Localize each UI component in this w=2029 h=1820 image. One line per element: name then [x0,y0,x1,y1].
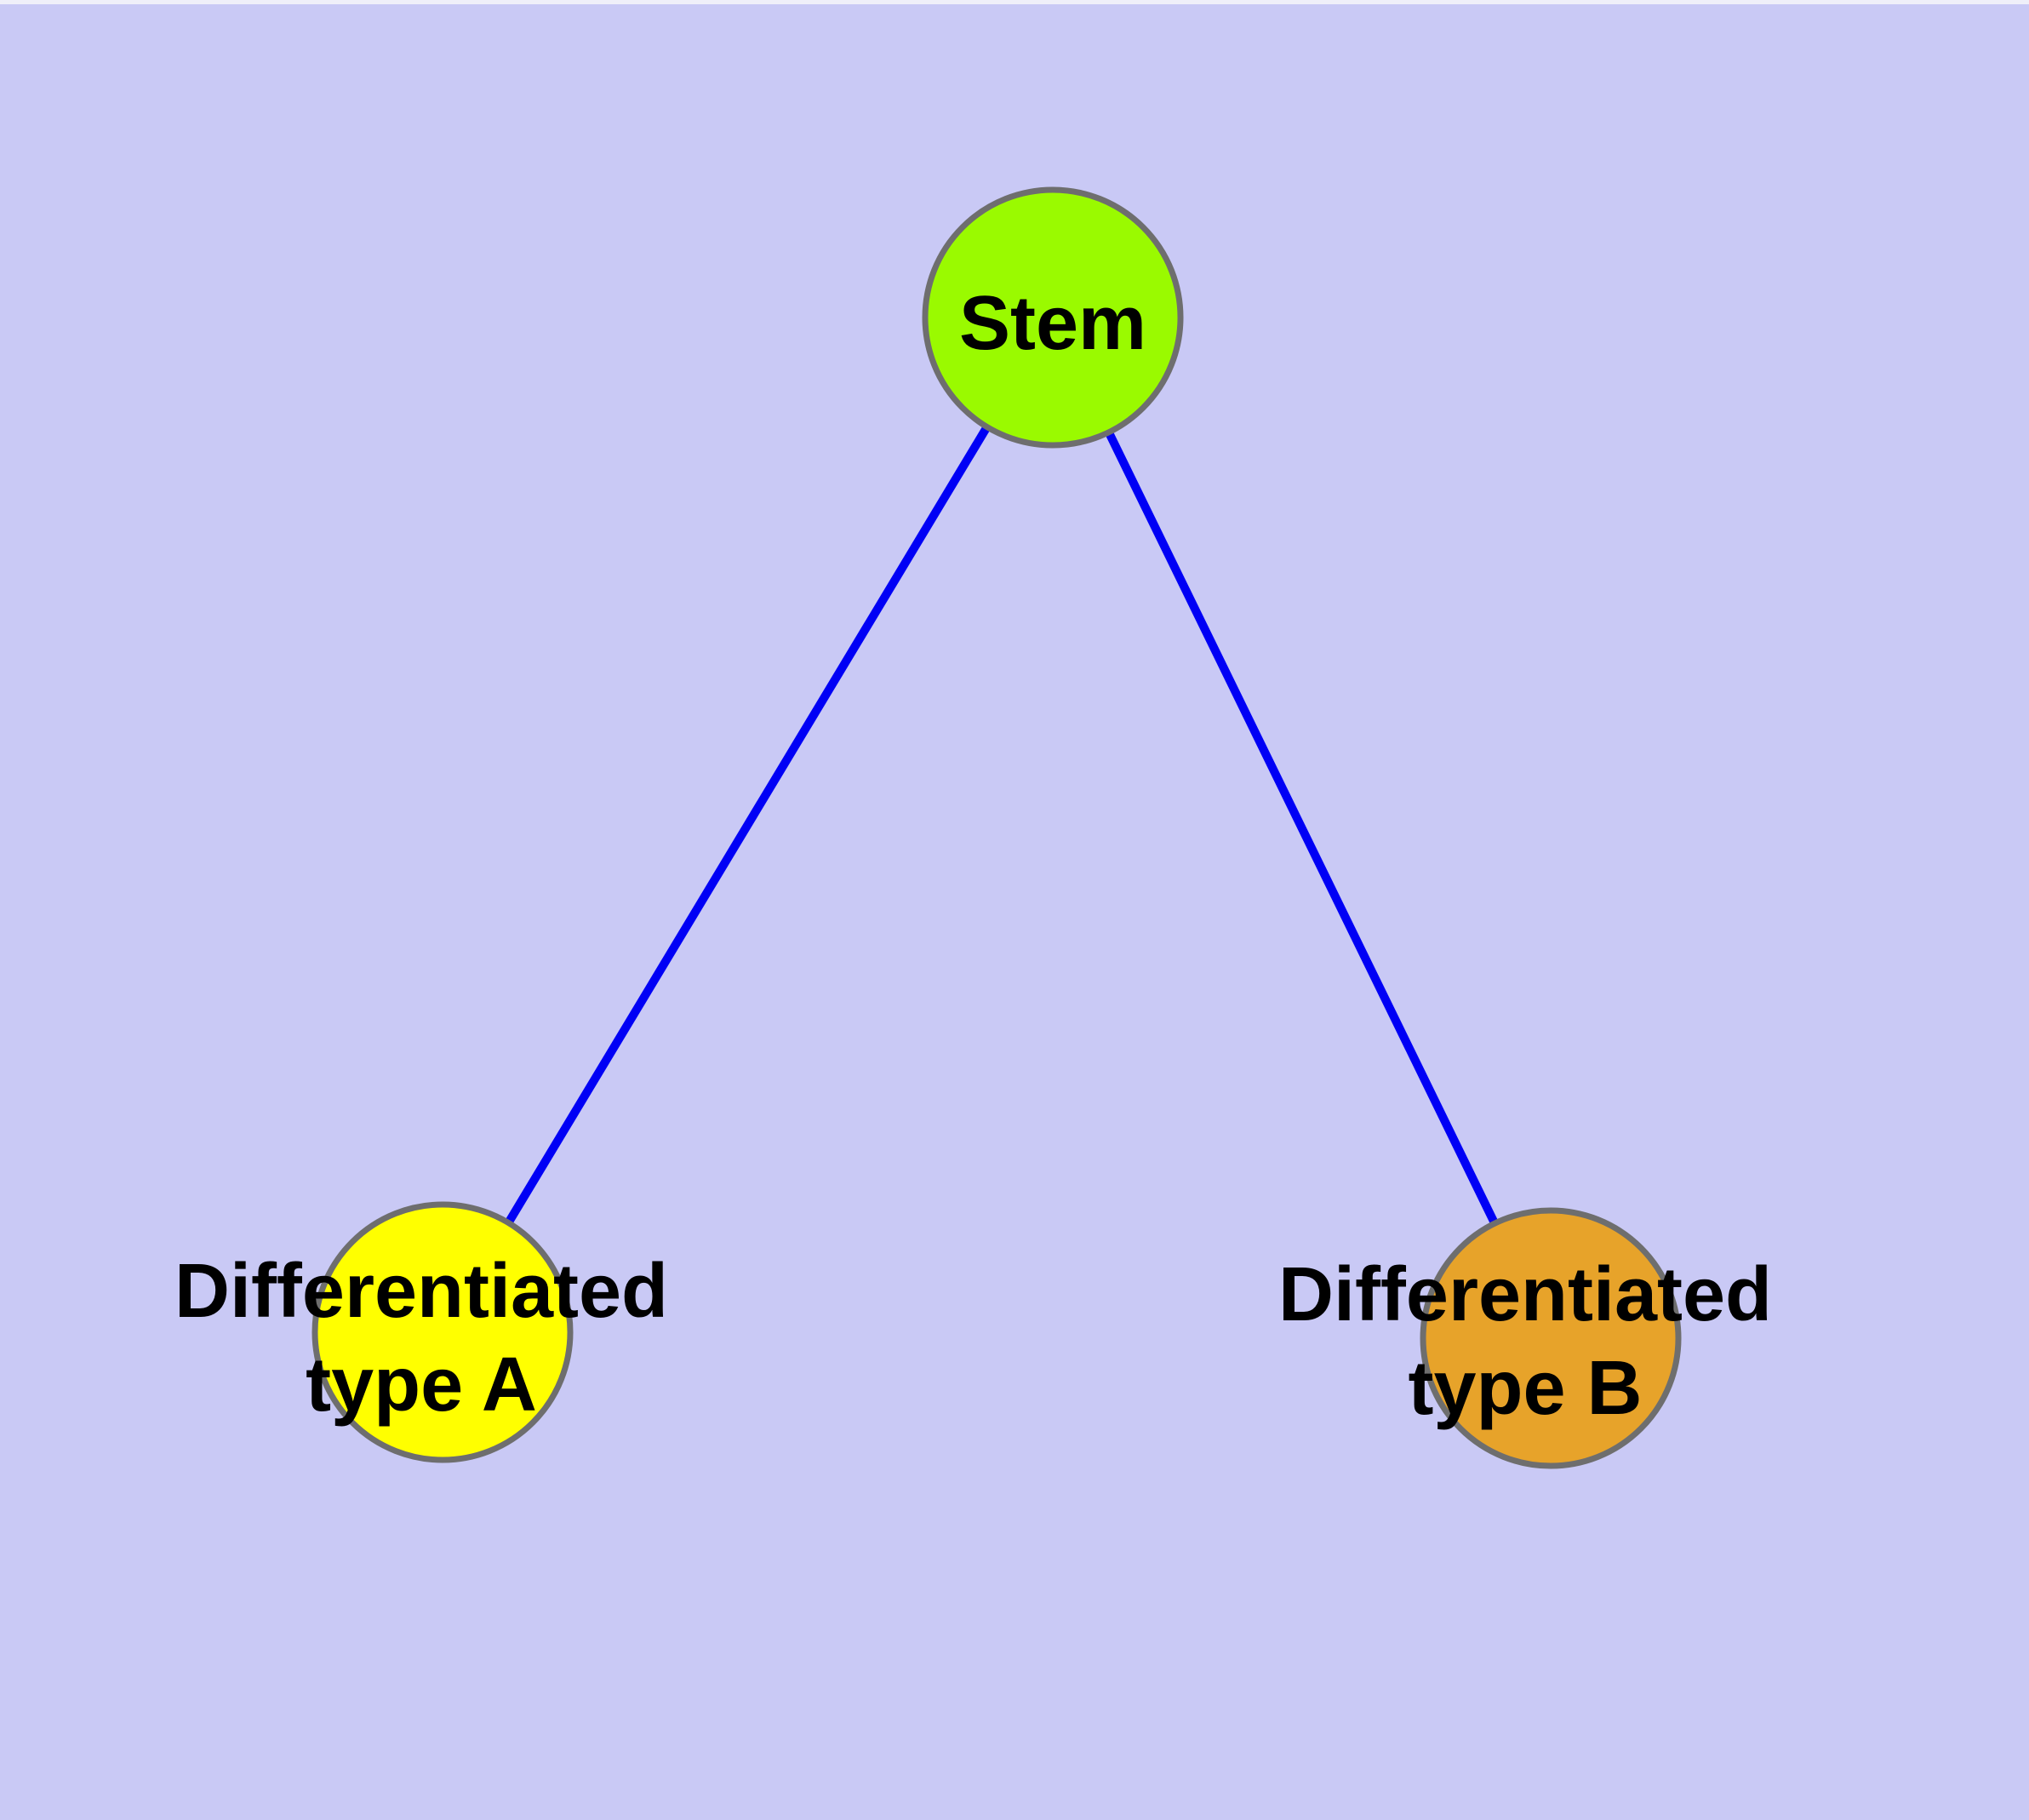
node-differentiated-type-b-label-line2: type B [1408,1346,1642,1431]
edge-stem-to-type-b [1049,315,1555,1341]
node-stem: Stem [922,186,1184,449]
node-differentiated-type-b-circle [1420,1207,1682,1469]
node-differentiated-type-b: Differentiated type B [1278,1207,1772,1469]
node-differentiated-type-a-circle [311,1201,574,1463]
node-differentiated-type-a: Differentiated type A [174,1201,668,1463]
edge-layer [438,315,1555,1341]
node-differentiated-type-a-label-line1: Differentiated [174,1249,668,1334]
edge-stem-to-type-a [438,315,1057,1335]
node-stem-circle [922,186,1184,449]
node-differentiated-type-a-label-line2: type A [306,1342,537,1428]
window-top-edge [0,0,2029,4]
node-differentiated-type-b-label-line1: Differentiated [1278,1252,1772,1337]
node-stem-label: Stem [959,281,1146,366]
